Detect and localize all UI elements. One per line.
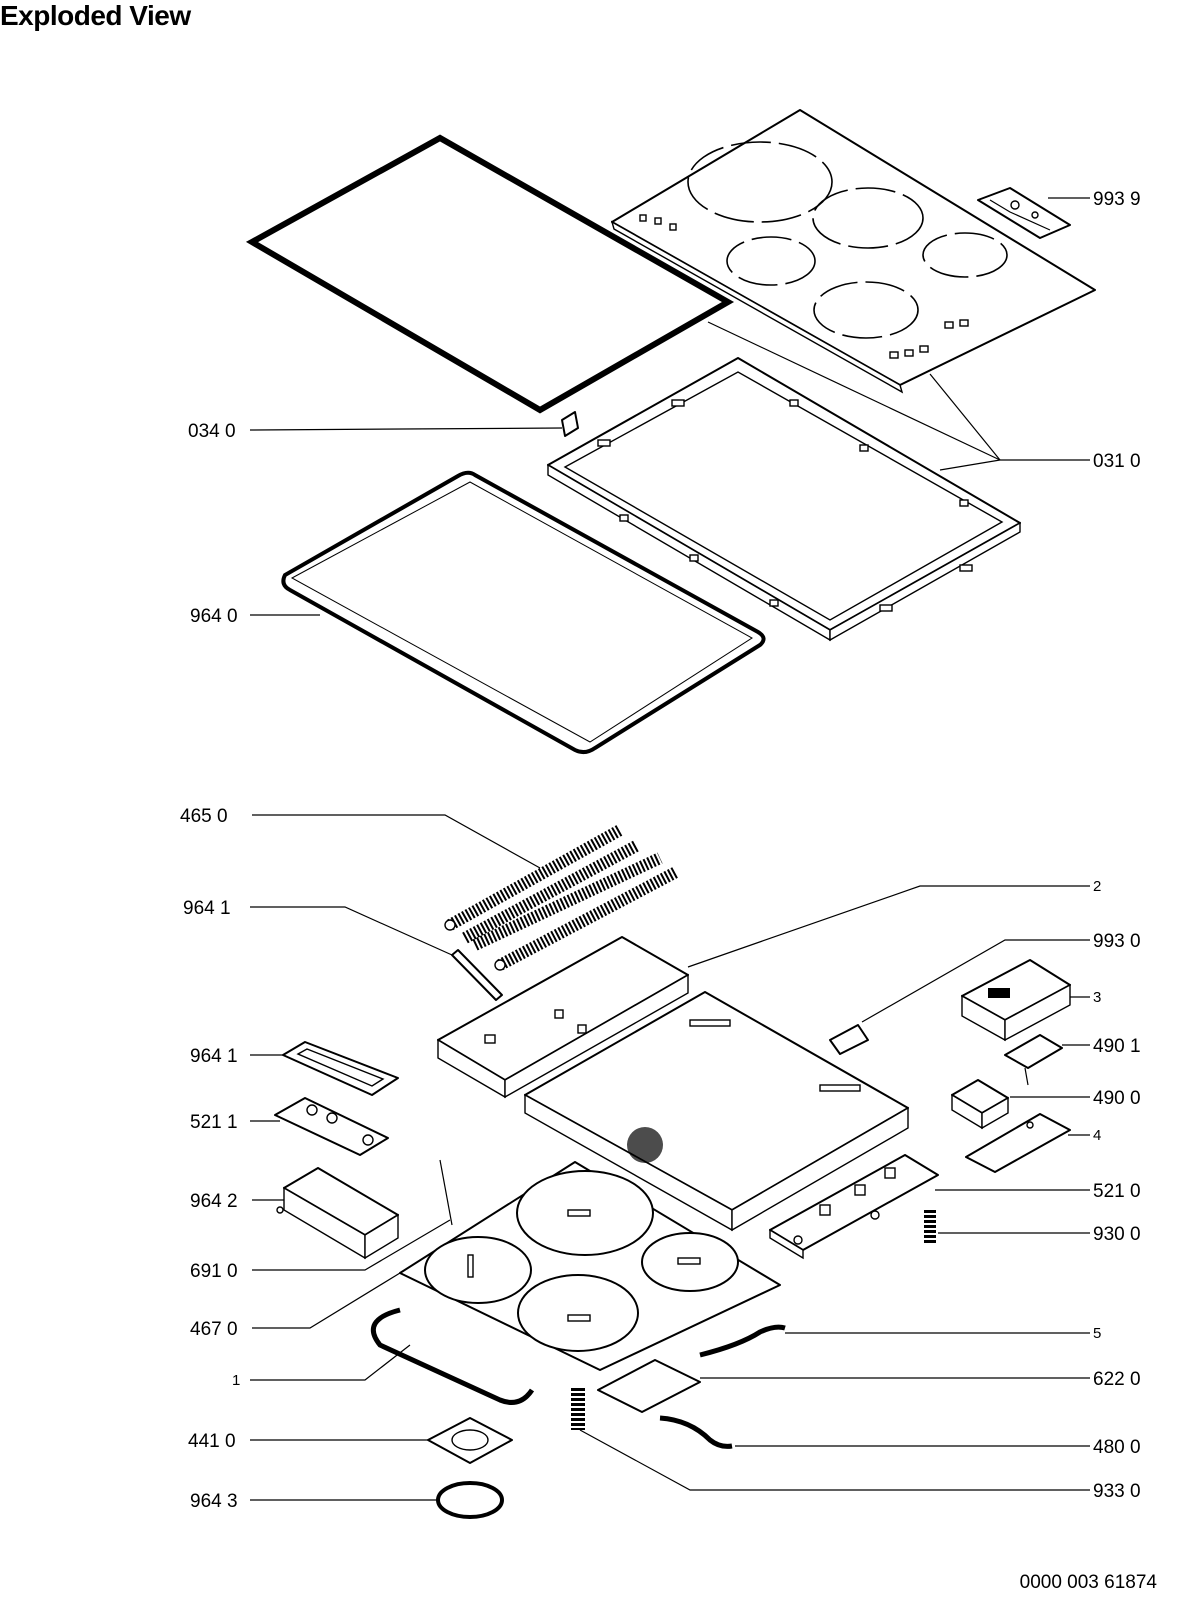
callout-622-0: 622 0	[1093, 1369, 1141, 1390]
part-691-0-sensor-wire	[439, 1159, 453, 1226]
callout-480-0: 480 0	[1093, 1437, 1141, 1458]
part-4-cover	[965, 1113, 1071, 1173]
part-5-cable	[699, 1324, 786, 1358]
housing-base	[524, 991, 909, 1232]
part-490-0-relay	[951, 1079, 1009, 1130]
callout-521-0: 521 0	[1093, 1181, 1141, 1202]
part-964-2-box	[276, 1167, 399, 1260]
callout-5: 5	[1093, 1325, 1101, 1342]
callout-441-0: 441 0	[188, 1431, 236, 1452]
part-490-1-switch	[1004, 1034, 1063, 1086]
callout-034-0: 034 0	[188, 421, 236, 442]
callout-4: 4	[1093, 1127, 1101, 1144]
part-480-0-cable	[659, 1415, 733, 1449]
seal-frame	[245, 134, 735, 414]
callout-465-0: 465 0	[180, 806, 228, 827]
callout-930-0: 930 0	[1093, 1224, 1141, 1245]
part-964-3-ring	[436, 1481, 504, 1519]
callout-031-0: 031 0	[1093, 451, 1141, 472]
callout-964-3: 964 3	[190, 1491, 238, 1512]
document-number: 0000 003 61874	[1019, 1572, 1157, 1593]
callout-691-0: 691 0	[190, 1261, 238, 1282]
part-2-tray	[437, 936, 689, 1099]
part-521-0-control-board	[769, 1154, 939, 1260]
part-964-1-rod	[451, 949, 503, 1001]
part-034-0-clip	[561, 411, 579, 437]
part-465-0-heating-elements	[444, 824, 679, 971]
callout-933-0: 933 0	[1093, 1481, 1141, 1502]
part-441-0-fan	[427, 1417, 513, 1464]
callout-521-1: 521 1	[190, 1112, 238, 1133]
callout-993-0: 993 0	[1093, 931, 1141, 952]
part-964-1-gasket	[282, 1041, 399, 1096]
page-title: Exploded View	[0, 0, 191, 31]
part-521-1-board	[274, 1097, 389, 1156]
callout-964-1-b: 964 1	[190, 1046, 238, 1067]
callout-3: 3	[1093, 989, 1101, 1006]
part-1-harness	[370, 1307, 535, 1405]
callout-490-0: 490 0	[1093, 1088, 1141, 1109]
callout-993-9: 993 9	[1093, 189, 1141, 210]
callout-964-0: 964 0	[190, 606, 238, 627]
part-031-0-frame	[547, 357, 1021, 642]
part-993-9-bracket	[977, 187, 1071, 239]
callout-490-1: 490 1	[1093, 1036, 1141, 1057]
glass-ceramic-plate	[610, 109, 1096, 394]
callout-2: 2	[1093, 878, 1101, 895]
part-622-0-board	[597, 1359, 701, 1413]
part-3-housing	[961, 959, 1071, 1042]
part-993-0-clamp	[829, 1024, 869, 1055]
part-467-0-hob-plate	[399, 1161, 781, 1371]
callout-1: 1	[232, 1372, 240, 1389]
callout-964-1-a: 964 1	[183, 898, 231, 919]
part-964-0-seal	[281, 470, 766, 755]
callout-964-2: 964 2	[190, 1191, 238, 1212]
callout-467-0: 467 0	[190, 1319, 238, 1340]
